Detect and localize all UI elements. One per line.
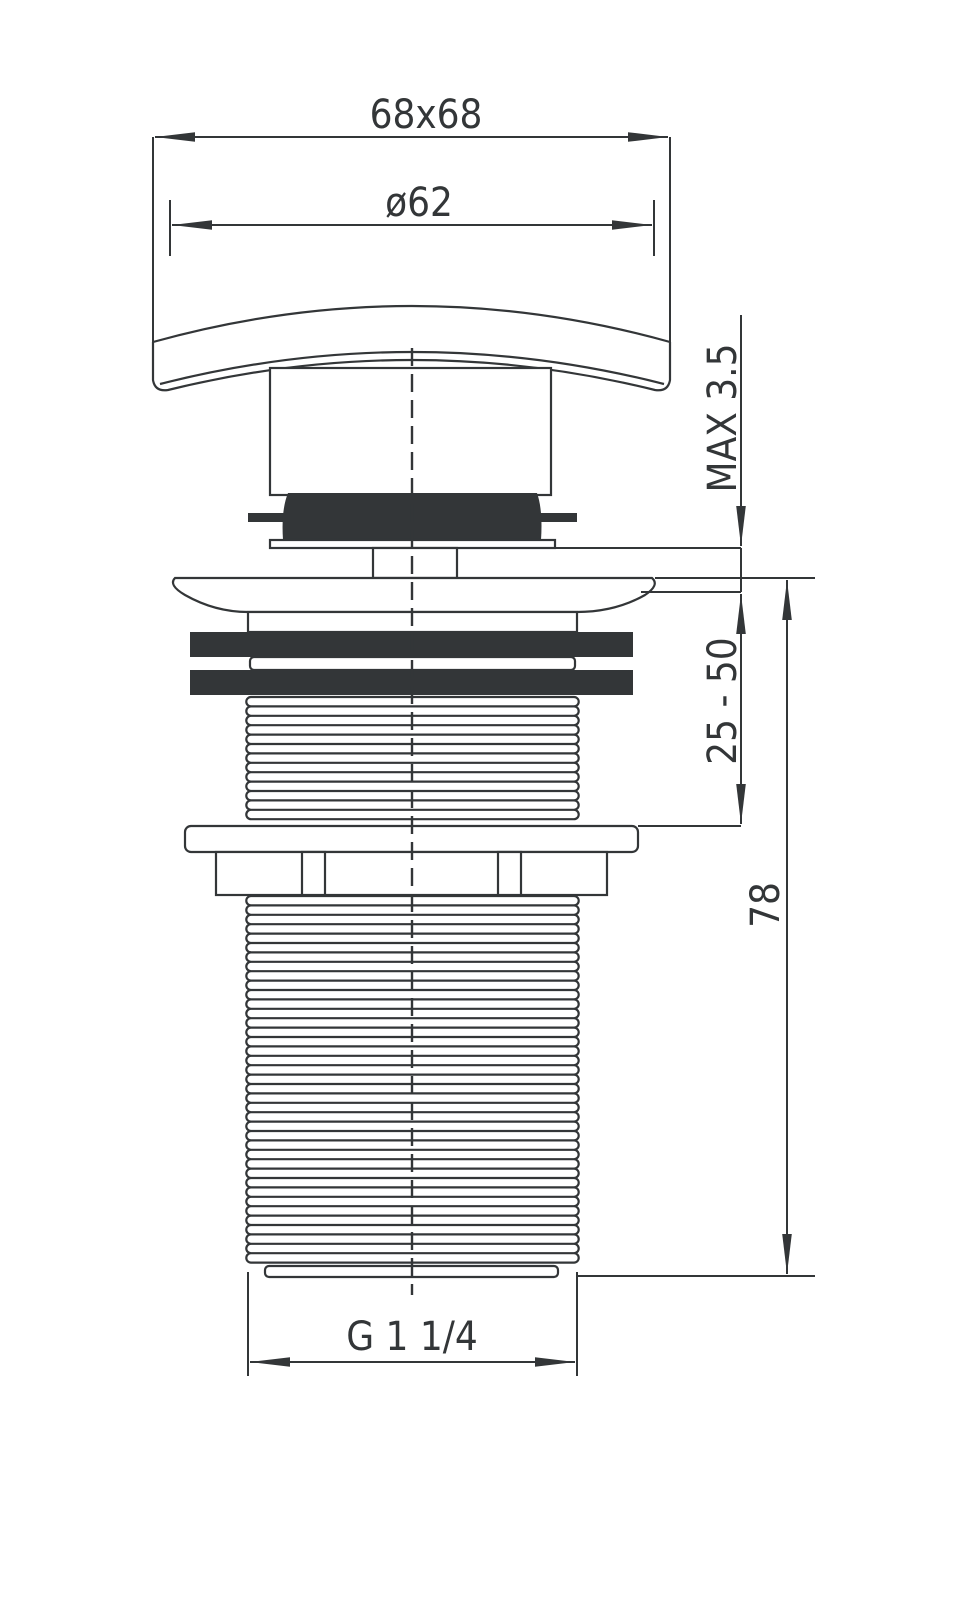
flange bbox=[171, 576, 656, 614]
dimension-overall-height: 78 bbox=[577, 580, 815, 1277]
dimension-cap-diameter: ø62 bbox=[169, 180, 655, 256]
basin-thickness-label: 25 - 50 bbox=[700, 637, 746, 764]
dimension-max-gap: MAX 3.5 bbox=[555, 315, 746, 549]
overall-height-label: 78 bbox=[743, 882, 789, 928]
neck bbox=[371, 546, 459, 580]
max-gap-label: MAX 3.5 bbox=[700, 344, 746, 493]
cap-size-label: 68x68 bbox=[370, 92, 483, 138]
thread-label: G 1 1/4 bbox=[346, 1314, 478, 1360]
dimension-basin-thickness: 25 - 50 bbox=[638, 548, 815, 827]
cap-diameter-label: ø62 bbox=[385, 180, 453, 226]
dimension-cap-size: 68x68 bbox=[152, 92, 671, 380]
stem bbox=[268, 366, 553, 497]
dimension-thread: G 1 1/4 bbox=[247, 1272, 578, 1376]
